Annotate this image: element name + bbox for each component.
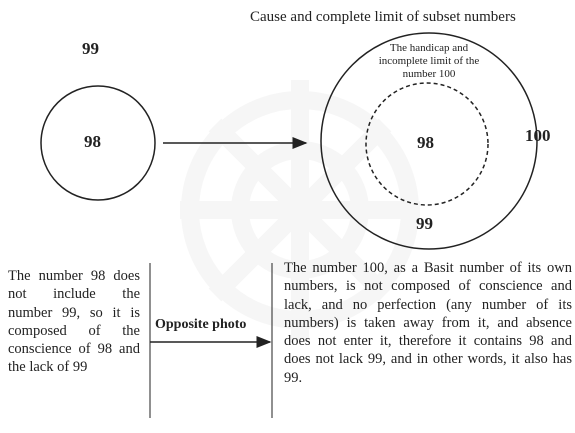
right-outer-label: 100 (525, 126, 551, 145)
right-inner-label: 98 (417, 133, 434, 152)
watermark-ornament (180, 80, 420, 340)
right-description: The number 100, as a Basit number of its… (284, 260, 572, 386)
left-circle (40, 85, 156, 201)
left-outside-label: 99 (82, 39, 99, 58)
inner-note: The handicap and incomplete limit of the… (378, 42, 480, 80)
right-outer-circle (320, 32, 538, 250)
diagram-title: Cause and complete limit of subset numbe… (250, 9, 516, 25)
left-description: The number 98 does not include the numbe… (8, 268, 140, 376)
right-inner-dashed-circle (365, 82, 489, 206)
left-inside-label: 98 (84, 132, 101, 151)
connector-label: Opposite photo (155, 317, 247, 332)
right-bottom-label: 99 (416, 214, 433, 233)
